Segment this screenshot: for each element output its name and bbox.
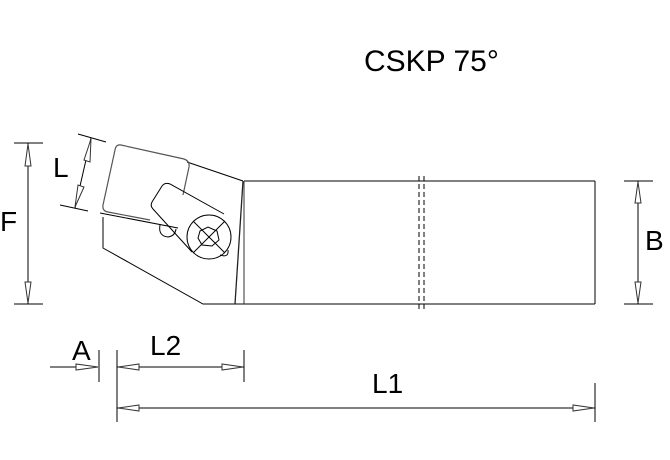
clamp-screw bbox=[186, 214, 232, 260]
label-f: F bbox=[0, 206, 17, 237]
dimension-b: B bbox=[624, 180, 664, 305]
drawing-title: CSKP 75° bbox=[364, 45, 499, 78]
label-l1: L1 bbox=[372, 368, 403, 399]
holder-head bbox=[99, 144, 244, 305]
dimension-f: F bbox=[0, 142, 43, 305]
label-l: L bbox=[53, 152, 69, 183]
label-a: A bbox=[72, 335, 91, 366]
dimension-a: A bbox=[50, 335, 100, 382]
label-b: B bbox=[645, 225, 664, 256]
dimension-l: L bbox=[53, 133, 107, 212]
clamp-lever bbox=[150, 182, 225, 253]
dimension-l2: L2 bbox=[116, 330, 245, 422]
shank bbox=[243, 176, 596, 309]
label-l2: L2 bbox=[150, 330, 181, 361]
insert bbox=[102, 144, 190, 213]
dimension-l1: L1 bbox=[117, 368, 596, 422]
